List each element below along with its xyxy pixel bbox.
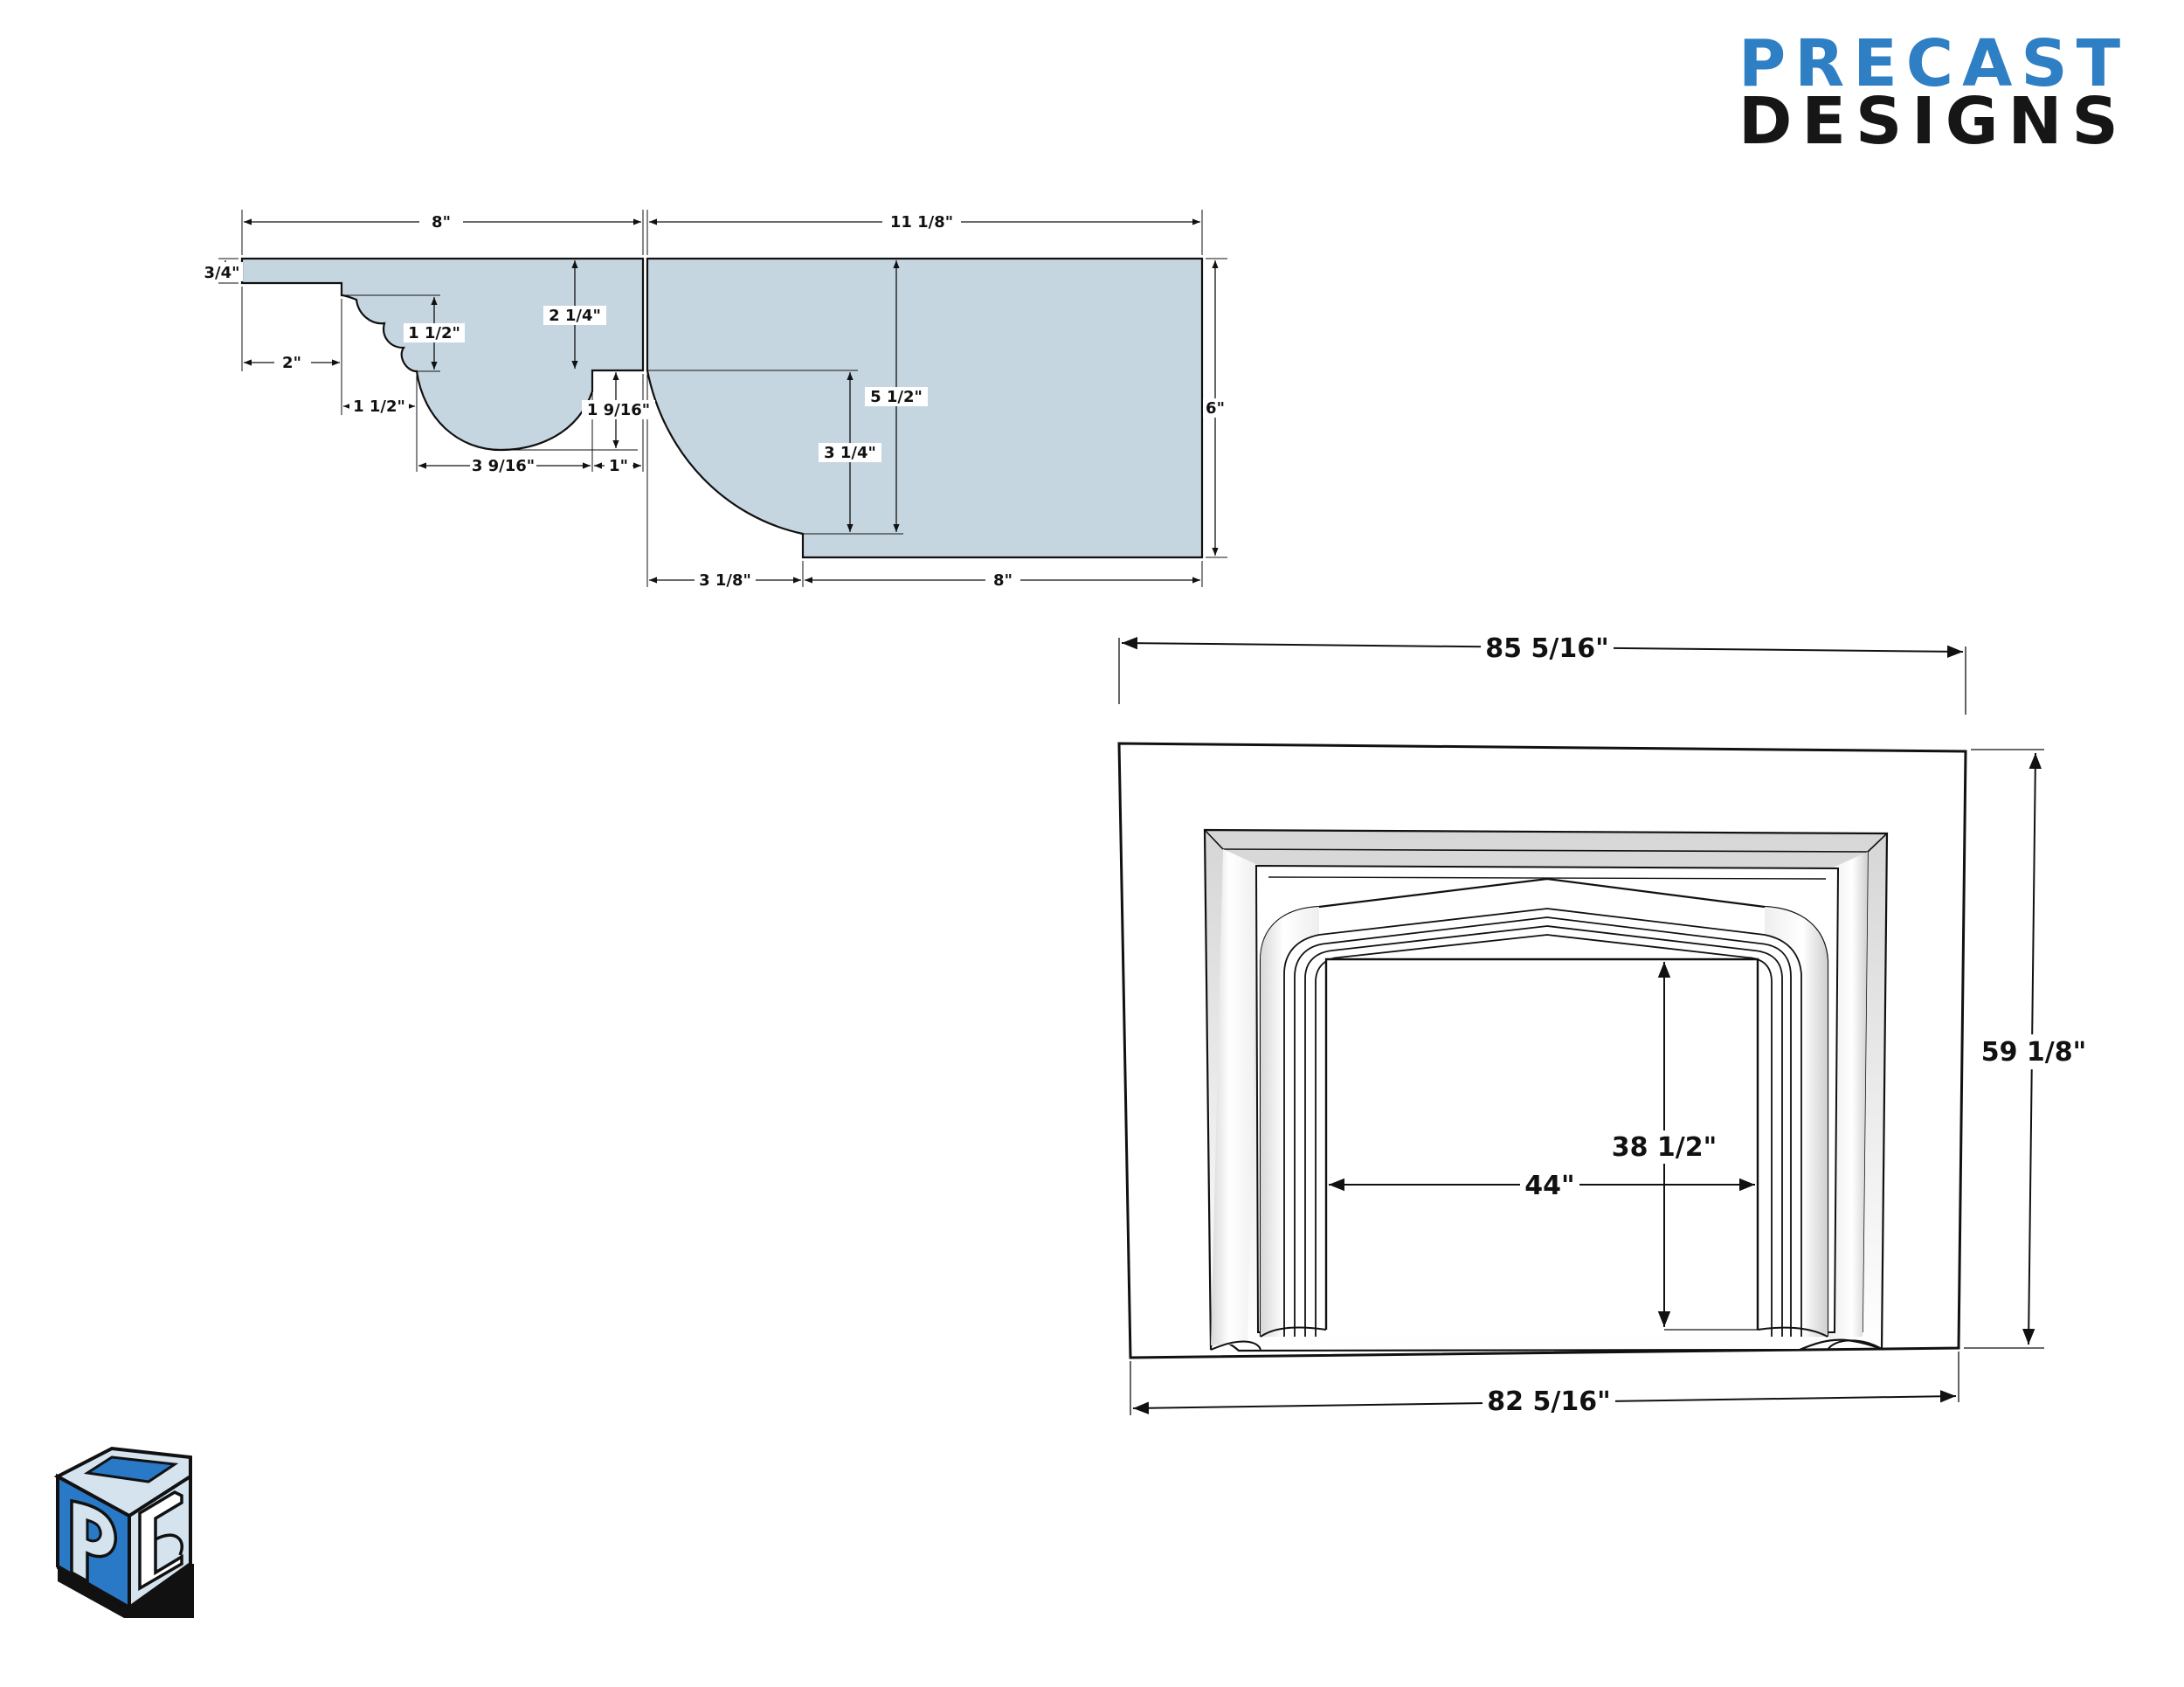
dim-top-right: 11 1/8" — [890, 213, 953, 232]
firebox-opening — [1324, 958, 1759, 1330]
dim-opening-height: 38 1/2" — [1612, 1132, 1717, 1163]
dim-base-width: 8" — [993, 571, 1013, 590]
dim-overall-top-width: 85 5/16" — [1485, 633, 1608, 664]
dim-arc-width: 3 1/8" — [699, 571, 751, 590]
pd-cube-emblem-icon — [53, 1446, 194, 1618]
dim-top-left: 8" — [432, 213, 451, 232]
dim-opening-width: 44" — [1524, 1171, 1574, 1201]
brand-logo-line1: PRECAST — [1738, 26, 2130, 101]
dim-top-thickness: 3/4" — [204, 264, 239, 282]
brand-logo: PRECAST DESIGNS — [1738, 26, 2130, 159]
dim-total-height: 6" — [1206, 399, 1225, 418]
dim-overall-height: 59 1/8" — [1981, 1037, 2087, 1068]
dim-arc-height: 3 1/4" — [824, 444, 876, 462]
profile-right-piece — [646, 257, 1204, 559]
dim-bead-height: 1 9/16" — [587, 401, 650, 419]
dim-fillet: 1" — [609, 457, 628, 475]
dim-offset-left: 2" — [282, 354, 301, 372]
dim-cove-height: 1 1/2" — [408, 324, 460, 342]
profile-left-piece — [240, 257, 645, 452]
brand-logo-line2: DESIGNS — [1738, 84, 2128, 159]
dim-overall-bottom-width: 82 5/16" — [1487, 1386, 1610, 1417]
dim-cove-width: 1 1/2" — [353, 398, 405, 416]
dim-inner-height: 5 1/2" — [870, 388, 923, 406]
profile-section: 8" 11 1/8" 3/4" 2" 1 1/2" 1 1/2" 2 1/4" … — [203, 210, 1227, 590]
front-elevation: 85 5/16" 82 5/16" 59 1/8" 44" 38 1/2" — [1117, 631, 2087, 1419]
dim-drop-depth: 2 1/4" — [549, 307, 601, 325]
dim-bead-width: 3 9/16" — [472, 457, 535, 475]
